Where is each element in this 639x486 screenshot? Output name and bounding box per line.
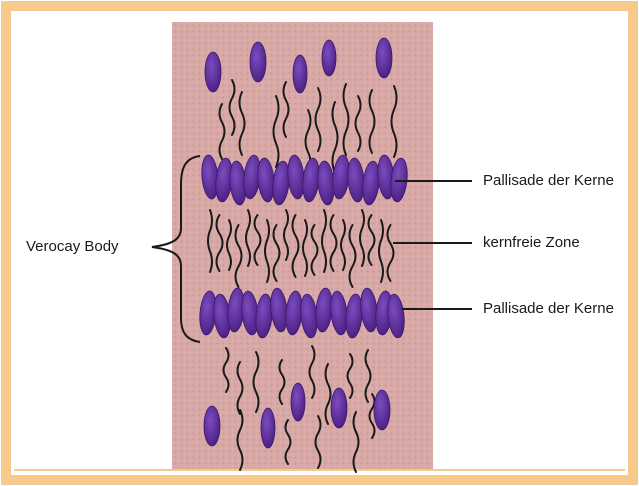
nucleus: [331, 388, 347, 428]
label-palisade-bottom: Pallisade der Kerne: [483, 300, 614, 318]
nucleus: [250, 42, 266, 82]
nucleus: [322, 40, 336, 76]
label-nucleus-free-zone: kernfreie Zone: [483, 234, 580, 252]
label-palisade-top: Pallisade der Kerne: [483, 172, 614, 190]
nucleus: [376, 38, 392, 78]
nucleus: [374, 390, 390, 430]
nucleus: [261, 408, 275, 448]
label-verocay-body: Verocay Body: [26, 238, 119, 256]
nucleus: [291, 383, 305, 421]
nucleus: [293, 55, 307, 93]
nucleus: [205, 52, 221, 92]
nucleus: [204, 406, 220, 446]
